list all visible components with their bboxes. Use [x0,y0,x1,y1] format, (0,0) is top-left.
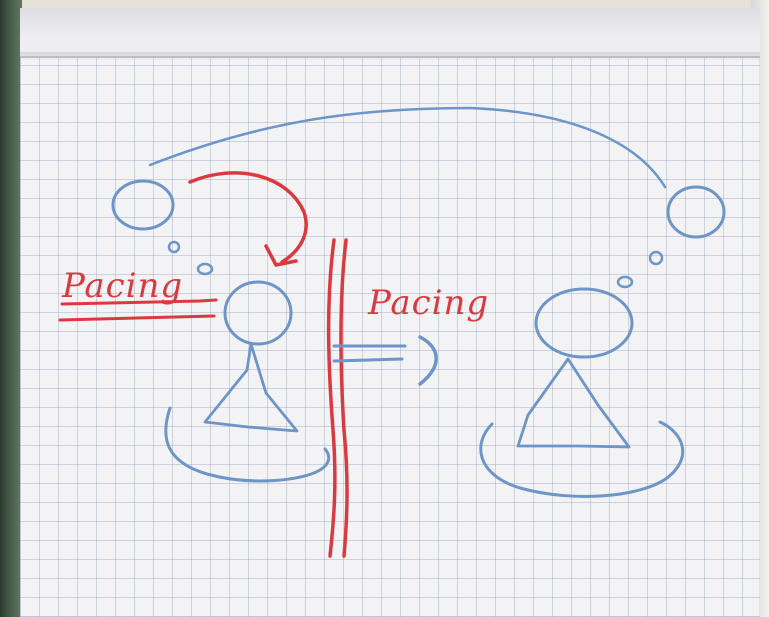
left-person-base [166,408,329,481]
center-arrow-head [420,337,436,384]
left-person-body [205,344,297,431]
center-divider-line-a [329,240,335,556]
left-person-head [225,282,291,344]
right-person-head [536,289,632,357]
center-arrow-line-bottom [334,359,402,361]
curved-arrow-left [190,173,306,262]
left-tiny-bubble [198,264,212,274]
center-pacing-label: Pacing [367,283,489,323]
left-small-bubble [169,242,179,252]
right-person-body [518,359,629,447]
left-thought-bubble [113,181,173,229]
right-thought-bubble [668,187,724,237]
top-connection-arc [150,108,665,187]
right-person-base [481,422,683,496]
right-small-bubble [650,252,662,264]
center-divider-line-b [341,240,347,556]
left-pacing-label: Pacing [61,266,183,306]
right-tiny-bubble [618,277,632,287]
left-pacing-underline-2 [60,316,214,320]
